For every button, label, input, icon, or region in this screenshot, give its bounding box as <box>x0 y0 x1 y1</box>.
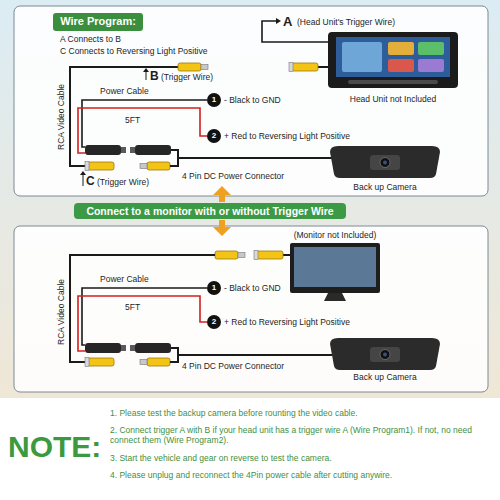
node-text: 1 <box>212 283 216 293</box>
callout-number: 1 <box>207 93 221 107</box>
down-arrow <box>213 220 231 236</box>
rca-video-cable <box>70 255 215 362</box>
camera-cable <box>170 348 332 362</box>
power-plug <box>85 343 126 353</box>
pointer-line <box>83 175 84 186</box>
instruction-text: C Connects to Reversing Light Positive <box>60 46 207 56</box>
cable-label: RCA Video Cable <box>56 279 66 345</box>
up-arrow <box>213 186 231 202</box>
instruction-text: A Connects to B <box>60 34 121 44</box>
note-item: 1. Please test the backup camera before … <box>110 408 494 418</box>
power-plug <box>130 145 171 155</box>
node-text: Wire Program: <box>60 15 136 28</box>
head-unit-buttons <box>348 80 438 84</box>
screen-tile <box>388 42 414 55</box>
node-text: 2 <box>212 317 216 327</box>
wire-caption: (Trigger Wire) <box>97 177 149 187</box>
wire-letter: C <box>86 174 95 188</box>
backup-camera <box>330 338 440 370</box>
power-plug <box>85 145 126 155</box>
mode-banner: Connect to a monitor with or without Tri… <box>74 203 345 220</box>
cable-label: Power Cable <box>100 274 149 284</box>
connector-label: 4 Pin DC Power Connector <box>182 171 284 181</box>
length-label: 5FT <box>125 302 140 312</box>
wire-caption: (Trigger Wire) <box>161 72 213 82</box>
pointer-arrow <box>276 18 281 24</box>
device-caption: Head Unit not Included <box>350 94 436 104</box>
screen-tile <box>418 42 444 55</box>
device-caption: Back up Camera <box>353 372 416 382</box>
wire-function: + Red to Reversing Light Positive <box>224 131 350 141</box>
rca-plug <box>140 358 170 366</box>
rca-socket <box>85 162 114 171</box>
rca-plug <box>178 63 208 71</box>
screen-tile <box>388 59 414 72</box>
monitor-stand <box>324 293 346 301</box>
wire-function: + Red to Reversing Light Positive <box>224 317 350 327</box>
wire-caption: (Head Unit's Trigger Wire) <box>297 17 395 27</box>
program2-panel <box>14 226 488 392</box>
rca-plug <box>140 162 170 170</box>
program-badge: Wire Program: <box>53 13 143 30</box>
power-plug <box>130 343 171 353</box>
camera-cable <box>170 150 332 166</box>
screen-tile <box>418 59 444 72</box>
note-item: 3. Start the vehicle and gear on reverse… <box>110 453 494 463</box>
head-unit <box>328 32 458 88</box>
cable-label: Power Cable <box>100 86 149 96</box>
connector-label: 4 Pin DC Power Connector <box>182 361 284 371</box>
monitor-body <box>290 243 380 293</box>
head-unit-screen <box>336 37 450 77</box>
node-text: 1 <box>212 95 216 105</box>
wire-letter: B <box>150 69 159 83</box>
note-item: 2. Connect trigger A with B if your head… <box>110 425 494 445</box>
node-text: 2 <box>212 131 216 141</box>
video-wire <box>318 66 328 68</box>
screen-tile <box>342 42 382 72</box>
callout-number: 2 <box>207 315 221 329</box>
wire-function: - Black to GND <box>224 95 281 105</box>
rca-plug <box>215 251 245 259</box>
device-caption: (Monitor not Included) <box>294 230 377 240</box>
pointer-arrow <box>143 68 149 72</box>
rca-socket <box>85 358 114 367</box>
backup-camera <box>330 146 440 178</box>
note-item: 4. Please unplug and reconnect the 4Pin … <box>110 470 494 480</box>
length-label: 5FT <box>125 115 140 125</box>
node-text: Connect to a monitor with or without Tri… <box>86 205 333 218</box>
callout-number: 1 <box>207 281 221 295</box>
rca-socket <box>289 63 318 72</box>
black-wire <box>82 100 207 147</box>
callout-number: 2 <box>207 129 221 143</box>
monitor-screen <box>294 247 376 287</box>
red-wire <box>78 296 207 351</box>
rca-socket <box>254 251 283 260</box>
note-heading: NOTE: <box>8 429 101 465</box>
pointer-line <box>146 72 147 80</box>
wire-letter: A <box>283 14 292 30</box>
wire-function: - Black to GND <box>224 283 281 293</box>
device-caption: Back up Camera <box>353 182 416 192</box>
pointer-arrow <box>80 171 86 175</box>
cable-label: RCA Video Cable <box>56 84 66 150</box>
photo-ground <box>0 0 500 398</box>
program1-panel <box>14 6 488 196</box>
monitor <box>290 243 380 301</box>
head-unit-body <box>328 32 458 88</box>
